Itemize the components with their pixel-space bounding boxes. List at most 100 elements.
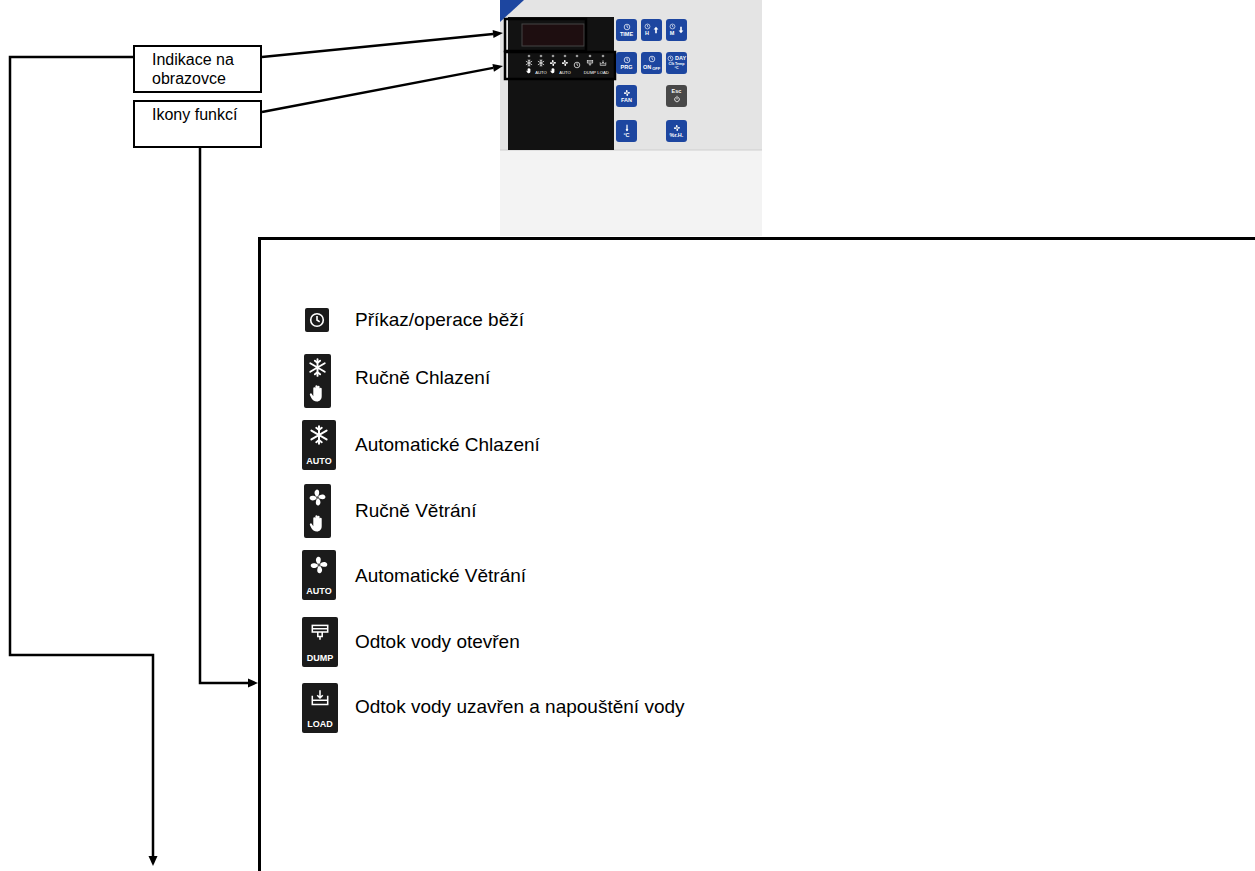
arrowhead [248,679,258,688]
button-label: ON [643,65,651,71]
callout-box: Ikony funkcí [133,100,262,148]
panel-lower [500,150,762,236]
button-label: DAY [675,56,686,62]
control-button: %r.H. [666,120,687,142]
control-button: DAYClk Temp °C [666,52,687,74]
icon-row-frame [505,52,615,79]
control-button: °C [616,120,637,142]
callout-text: Ikony funkcí [152,105,254,124]
row-icon [574,62,580,68]
display-frame [505,19,586,51]
button-row: ONOFF [643,64,660,71]
icon-caption: AUTO [306,457,331,466]
icon-row-label: AUTO [535,71,547,75]
hand-icon [310,385,322,401]
legend-frame: Příkaz/operace běžíRučně ChlazeníAutomat… [258,237,1255,871]
hand-icon [310,515,322,531]
callout-text: Indikace na obrazovce [152,50,254,88]
function-icon: AUTO [302,550,336,600]
icon-description: Ručně Chlazení [355,367,490,390]
icon-description: Odtok vody uzavřen a napouštění vody [355,696,685,719]
icon-glyph [623,124,631,132]
icon-row-label: LOAD [597,71,608,75]
icon-caption: DUMP [307,654,334,663]
icon-glyph [623,23,631,31]
row-icon [587,61,593,66]
button-label: °C [623,133,629,139]
row-icon [526,68,530,73]
arrowhead [493,30,503,38]
clock-icon [311,314,324,327]
icon-description: Automatické Chlazení [355,434,540,457]
icon-tile [304,484,331,538]
arrow-glyph [652,24,660,36]
icon-glyph [667,55,674,62]
icon-glyph [309,621,331,643]
button-label: PRG [621,65,633,71]
icon-glyph [623,56,631,64]
control-button: H [641,19,662,41]
controller-panel [500,0,762,236]
arrow-glyph [677,24,685,36]
icon-glyph [648,55,656,63]
display-screen [522,24,584,46]
connector-arrow [200,148,258,688]
control-button: TIME [616,19,637,41]
arrowhead [492,64,503,72]
icon-glyph [308,424,330,446]
icon-glyph [308,554,330,576]
icon-glyph [673,124,681,132]
connector-line [200,148,248,683]
callout-box: Indikace na obrazovce [133,45,262,93]
function-icon: AUTO [302,420,336,470]
icon-description: Odtok vody otevřen [355,631,520,654]
button-label: OFF [652,67,660,71]
icon-row-label: DUMP [584,71,596,75]
row-icon [600,60,606,65]
icon-row-label: AUTO [559,71,571,75]
icon-glyph [309,687,331,709]
control-button: Esc [666,85,687,107]
fan-icon [310,490,326,506]
control-button: FAN [616,85,637,107]
icon-description: Příkaz/operace běží [355,309,524,332]
row-icon [526,60,532,66]
leader-line [262,34,493,57]
leader-line [262,68,493,112]
leader-line [10,57,153,857]
icon-caption: AUTO [306,587,331,596]
row-icon [550,68,554,73]
button-label: M [670,31,675,37]
row-icon [562,60,568,66]
indicator-dots [528,55,605,58]
row-icon [538,60,544,66]
icon-tile [305,308,329,332]
button-label: TIME [620,32,633,38]
icon-description: Ručně Větrání [355,500,476,523]
control-button: ONOFF [641,52,662,74]
button-label: H [645,31,649,37]
power-glyph [673,95,681,103]
button-label: Clk Temp °C [667,63,686,70]
snow-icon [310,359,324,376]
icon-caption: LOAD [307,720,333,729]
icon-description: Automatické Větrání [355,565,526,588]
button-row: DAY [667,55,686,62]
button-label: Esc [672,89,682,95]
control-button: PRG [616,52,637,74]
panel-upper [500,0,762,150]
icon-tile [304,354,331,408]
button-column: M [669,23,676,37]
control-button: M [666,19,687,41]
button-column: H [644,23,651,37]
row-icon [550,60,556,66]
icon-glyph [623,89,631,97]
panel-black-area [508,17,614,150]
arrowhead [149,856,158,866]
function-icon: LOAD [302,683,338,733]
function-icon: DUMP [302,617,338,667]
icon-glyph [669,23,676,30]
button-label: %r.H. [670,133,684,139]
icon-glyph [644,23,651,30]
